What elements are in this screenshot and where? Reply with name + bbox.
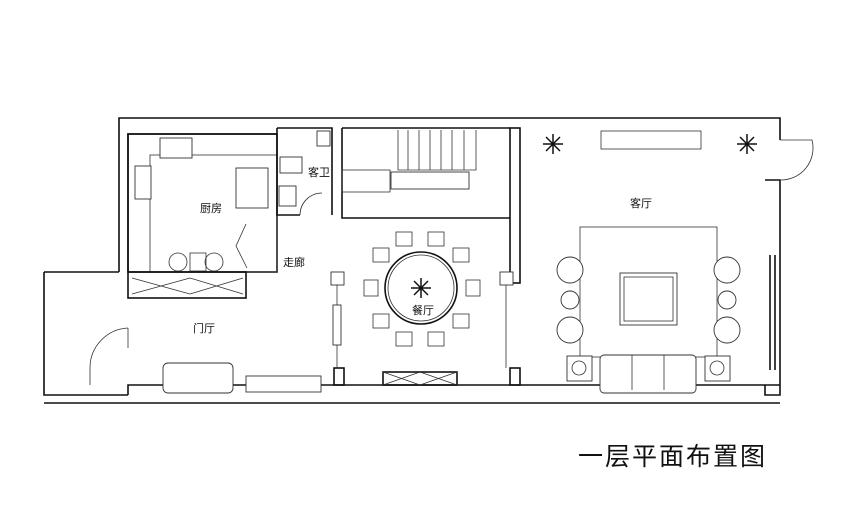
- plant-icon: [543, 134, 757, 154]
- cabinet: [382, 371, 458, 386]
- kitchen-walls: [127, 133, 278, 299]
- room-label-corridor: 走廊: [283, 255, 305, 269]
- living-door: [779, 139, 814, 181]
- dining-table: [363, 231, 481, 347]
- room-label-dining-room: 餐厅: [412, 303, 434, 317]
- room-label-foyer: 门厅: [193, 321, 215, 335]
- room-label-kitchen: 厨房: [200, 202, 222, 215]
- bathroom-walls: [276, 127, 333, 216]
- room-label-guest-bathroom: 客卫: [308, 165, 330, 179]
- staircase: [341, 127, 510, 219]
- plan-title: 一层平面布置图: [578, 442, 767, 471]
- partition-walls: [330, 127, 521, 386]
- foyer-sofa: [162, 362, 234, 394]
- shoe-cabinet: [245, 375, 322, 393]
- plant-icon: [411, 278, 431, 298]
- living-furniture: [543, 130, 757, 394]
- room-label-living-room: 客厅: [630, 196, 652, 210]
- foyer-door: [89, 327, 129, 385]
